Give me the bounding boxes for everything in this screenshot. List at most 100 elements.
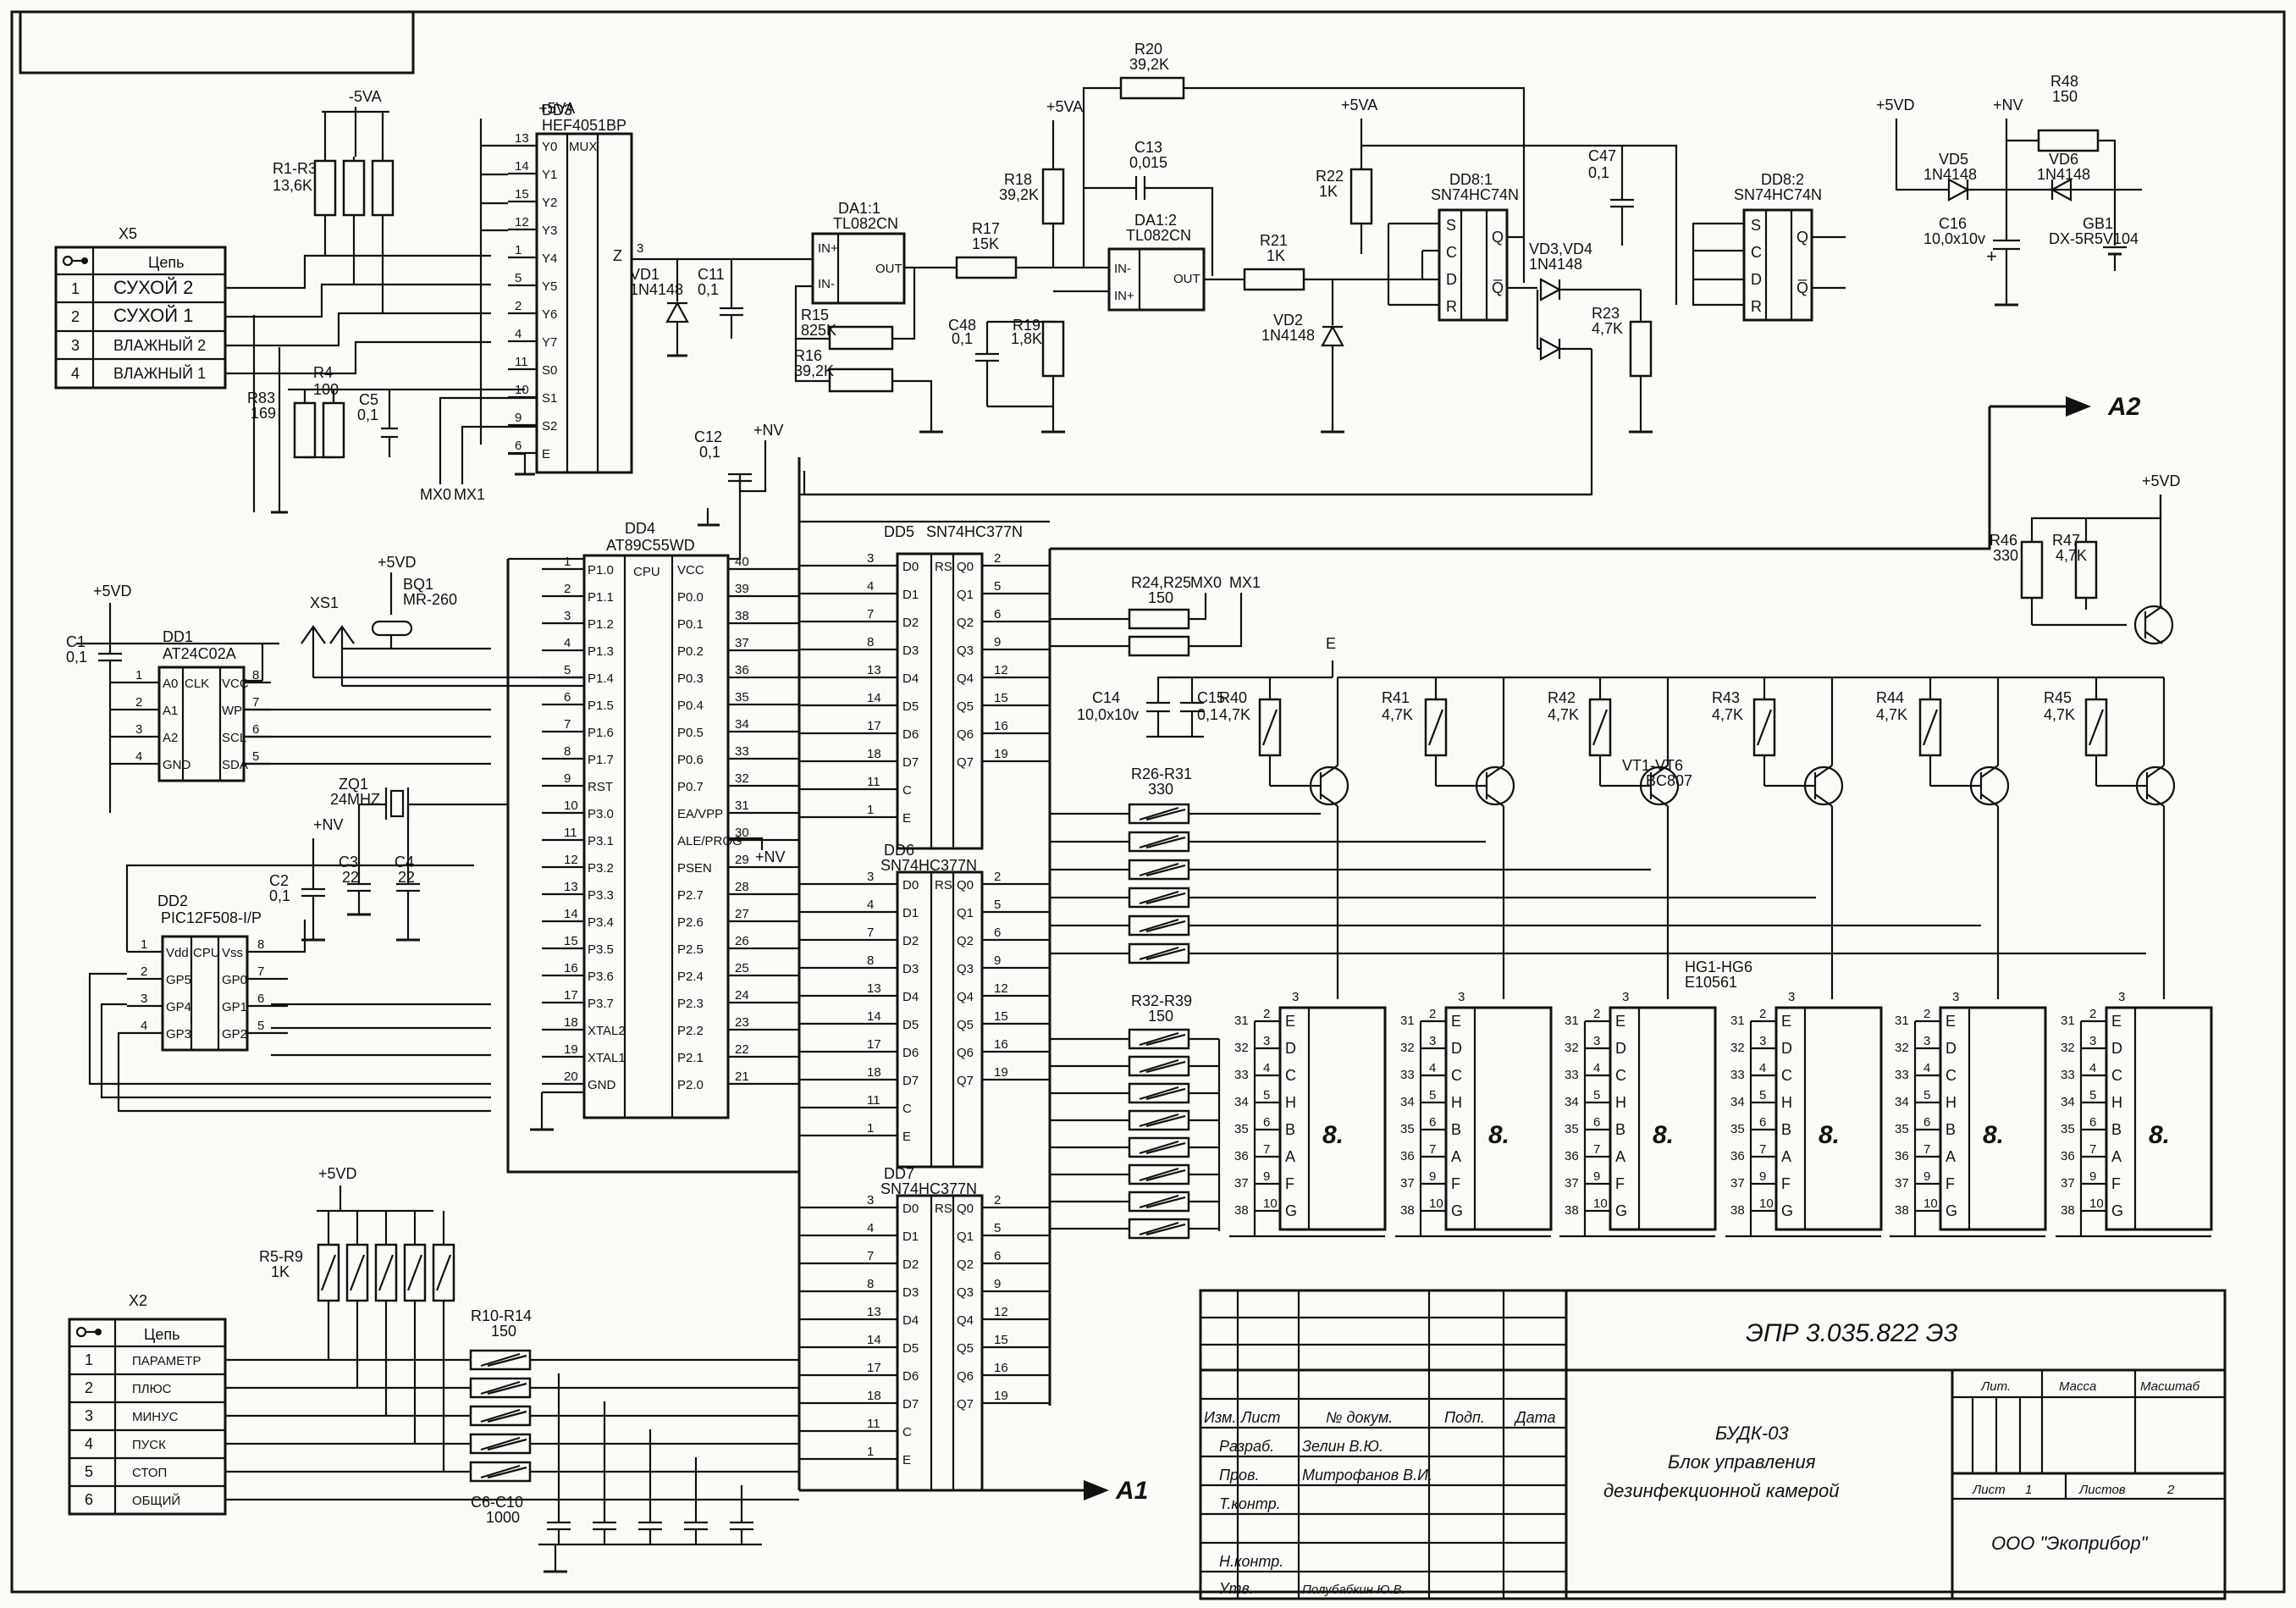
segment-letter: B xyxy=(1285,1121,1295,1138)
ref-label: GB1 xyxy=(2083,215,2113,232)
net-number: 35 xyxy=(1895,1122,1909,1136)
ref-label: C14 xyxy=(1092,689,1120,706)
opamp-da1-1: DA1:1 TL082CN IN+ IN- OUT xyxy=(811,200,906,305)
ref-label: C3 xyxy=(339,854,358,870)
segment-letter: G xyxy=(1781,1202,1793,1219)
ref-label: R23 xyxy=(1592,305,1620,322)
net-number: 37 xyxy=(1565,1176,1579,1191)
pin-number: 2 xyxy=(1593,1007,1600,1021)
chip-ref: DD1 xyxy=(163,628,193,645)
chip-ref: DD4 xyxy=(625,520,655,537)
value-label: 1N4148 xyxy=(1529,256,1582,273)
wire xyxy=(1145,864,1186,877)
net-label: +5VD xyxy=(93,583,132,600)
net-number: 38 xyxy=(1234,1203,1249,1218)
segment-letter: D xyxy=(1285,1040,1296,1057)
pin-number: 18 xyxy=(564,1015,578,1030)
value-label: 4,7K xyxy=(2044,706,2075,723)
pin-name: S0 xyxy=(542,363,557,378)
x2-header: Цепь xyxy=(144,1326,179,1343)
pin-name: P3.4 xyxy=(588,915,614,930)
segment-letter: E xyxy=(1946,1013,1956,1030)
wire xyxy=(1139,1221,1179,1236)
ref-label: C1 xyxy=(66,633,86,650)
pin-name: Q5 xyxy=(957,699,974,714)
net-label: -5VA xyxy=(349,88,382,105)
value-label: 10,0x10v xyxy=(1923,230,1985,247)
pin-name: Q̅ xyxy=(1492,279,1504,296)
tb-header: № докум. xyxy=(1326,1409,1393,1426)
pin-name: Q0 xyxy=(957,878,974,892)
pin-number: 9 xyxy=(994,1277,1001,1291)
chip-part: SN74HC377N xyxy=(880,857,977,874)
ref-label: R17 xyxy=(972,220,1000,237)
pin-name: P3.5 xyxy=(588,942,614,957)
value-label: 15K xyxy=(972,235,999,252)
pin-name: IN+ xyxy=(818,241,838,256)
x2-net: ПЛЮС xyxy=(132,1382,172,1396)
pin-number: 7 xyxy=(1593,1142,1600,1157)
pin-number: 4 xyxy=(141,1019,147,1033)
net-number: 36 xyxy=(1730,1149,1745,1163)
wire xyxy=(480,1464,521,1479)
x2-pin: 6 xyxy=(85,1491,93,1508)
pin-number: 6 xyxy=(1593,1115,1600,1130)
pin-name: Q7 xyxy=(957,1074,974,1088)
pin-name: D xyxy=(1446,271,1457,288)
pin-number: 7 xyxy=(564,717,571,732)
tb-mass: Масса xyxy=(2059,1379,2096,1394)
pin-number: 16 xyxy=(994,1037,1008,1052)
resistors-r1-r3: -5VA R1-R3 13,6K xyxy=(273,88,395,313)
pin-name: D0 xyxy=(902,878,919,892)
x5-net: СУХОЙ 2 xyxy=(113,277,193,298)
segment-letter: C xyxy=(1615,1067,1626,1084)
pin-name: Vss xyxy=(222,946,243,960)
pin-number: 5 xyxy=(994,1221,1001,1235)
ref-label: VD5 xyxy=(1939,151,1968,168)
ref-label: R16 xyxy=(794,347,822,364)
pin-name: WP xyxy=(222,704,242,718)
pin-number: 10 xyxy=(564,798,578,813)
net-number: 37 xyxy=(2061,1176,2075,1191)
value-label: 22 xyxy=(342,869,359,886)
x5-pin: 2 xyxy=(71,308,80,325)
net-number: 32 xyxy=(1234,1041,1249,1055)
value-label: 0,1 xyxy=(269,887,290,904)
ref-label: R48 xyxy=(2050,73,2078,90)
pin-number: 4 xyxy=(1923,1061,1930,1075)
chip-ref: DA1:2 xyxy=(1134,212,1177,229)
pin-number: 34 xyxy=(735,717,749,732)
pin-name: Y5 xyxy=(542,279,557,294)
pin-name: D1 xyxy=(902,588,919,602)
pin-number: 38 xyxy=(735,609,749,623)
segment-letter: C xyxy=(1781,1067,1792,1084)
segment-letter: A xyxy=(1781,1148,1791,1165)
document-title-3: дезинфекционной камерой xyxy=(1603,1480,1839,1501)
ref-label: R45 xyxy=(2044,689,2072,706)
net-number: 33 xyxy=(1895,1068,1909,1082)
pin-number: 6 xyxy=(1759,1115,1766,1130)
cap-c11: C11 0,1 xyxy=(698,259,743,339)
pin-name: RST xyxy=(588,780,613,794)
value-label: 1N4148 xyxy=(630,281,683,298)
pin-number: 27 xyxy=(735,907,749,921)
segment-letter: D xyxy=(2111,1040,2122,1057)
pin-number: 14 xyxy=(515,159,529,174)
chip-part: PIC12F508-I/P xyxy=(161,909,262,926)
wire xyxy=(1145,1196,1186,1209)
value-label: 4,7K xyxy=(1592,320,1623,337)
pin-number: 15 xyxy=(994,691,1008,705)
pin-name: P3.0 xyxy=(588,807,614,821)
pin-name: R xyxy=(1446,298,1457,315)
net-number: 31 xyxy=(1400,1014,1415,1028)
net-label: +5VD xyxy=(2142,472,2181,489)
pin-name: A0 xyxy=(163,677,178,691)
pin-name: GND xyxy=(163,758,191,772)
pin-number: 15 xyxy=(994,1009,1008,1024)
tb-name: Митрофанов В.И. xyxy=(1302,1467,1432,1484)
net-label: +5VA xyxy=(1046,98,1083,115)
pin-name: P0.5 xyxy=(677,726,704,740)
